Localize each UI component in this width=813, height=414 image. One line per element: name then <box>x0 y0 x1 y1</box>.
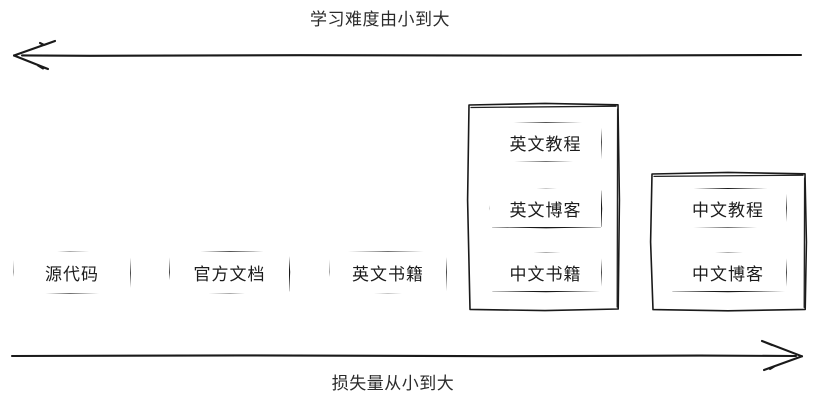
node-chinese-blogs[interactable]: 中文博客 <box>670 253 786 291</box>
node-label: 英文书籍 <box>352 265 424 285</box>
node-english-books[interactable]: 英文书籍 <box>330 252 446 293</box>
node-label: 中文博客 <box>692 264 764 285</box>
node-english-tutorials[interactable]: 英文教程 <box>490 123 601 161</box>
bottom-axis-label: 损失量从小到大 <box>331 374 455 394</box>
node-chinese-tutorials[interactable]: 中文教程 <box>670 189 786 227</box>
node-label: 中文书籍 <box>509 264 582 285</box>
node-label: 英文教程 <box>509 134 582 155</box>
bottom-axis-arrow <box>10 339 804 372</box>
top-axis-label: 学习难度由小到大 <box>310 10 450 30</box>
node-label: 官方文档 <box>193 265 266 285</box>
node-english-blogs[interactable]: 英文博客 <box>490 189 601 227</box>
node-source-code[interactable]: 源代码 <box>14 252 130 293</box>
node-official-docs[interactable]: 官方文档 <box>170 252 289 293</box>
node-chinese-books[interactable]: 中文书籍 <box>490 253 601 291</box>
node-label: 英文博客 <box>509 200 582 221</box>
node-label: 源代码 <box>45 265 99 285</box>
top-axis-arrow <box>12 39 803 71</box>
node-label: 中文教程 <box>692 200 764 221</box>
